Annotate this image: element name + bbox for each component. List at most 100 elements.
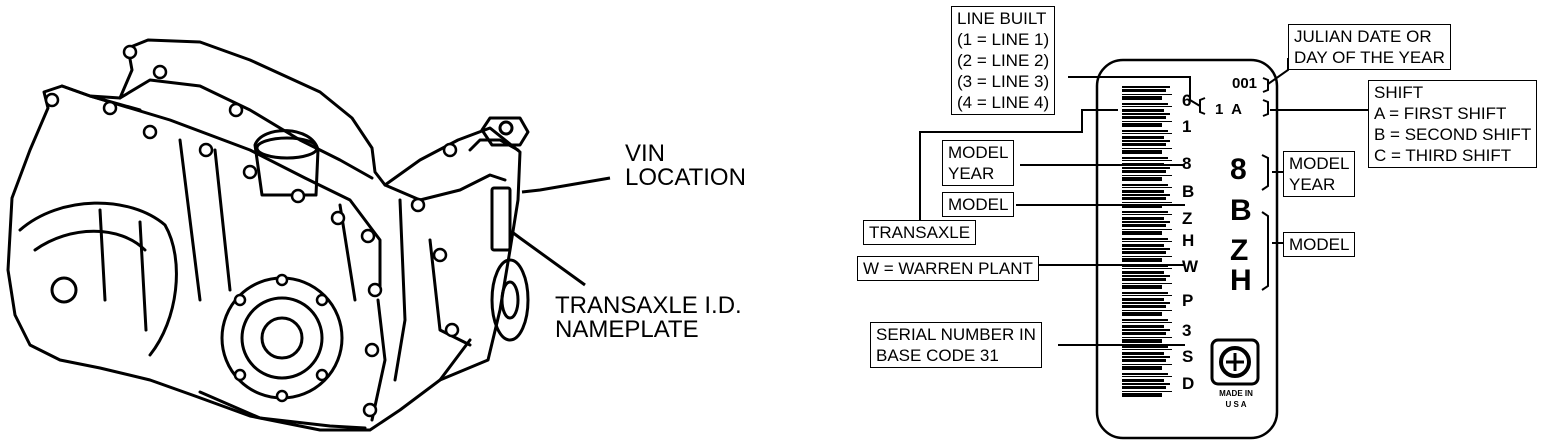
shift-c: C = THIRD SHIFT <box>1374 146 1512 165</box>
barcode-stripe <box>1122 197 1166 200</box>
barcode-stripe <box>1122 322 1172 323</box>
barcode-stripe <box>1122 332 1166 335</box>
julian-code-value: 001 <box>1232 75 1258 92</box>
barcode-stripe <box>1122 157 1168 159</box>
barcode-stripe <box>1122 302 1170 304</box>
barcode-stripe <box>1122 283 1172 284</box>
barcode-stripe <box>1122 275 1170 277</box>
barcode-stripe <box>1122 94 1172 95</box>
barcode-stripe <box>1122 393 1162 397</box>
barcode-stripe <box>1122 319 1168 321</box>
barcode-stripe <box>1122 258 1162 262</box>
barcode-stripe <box>1122 136 1164 139</box>
shift-b: B = SECOND SHIFT <box>1374 125 1532 144</box>
model-year-right-callout: MODEL YEAR <box>1283 151 1356 197</box>
barcode-stripe <box>1122 366 1162 370</box>
vin-label-line1: VIN <box>625 140 666 167</box>
barcode-stripe <box>1122 256 1172 257</box>
barcode-stripe <box>1122 194 1170 196</box>
serial-number-line2: BASE CODE 31 <box>876 346 999 365</box>
code-char: Z <box>1182 209 1193 228</box>
line-built-1: (1 = LINE 1) <box>957 30 1050 49</box>
vin-label-line2: LOCATION <box>625 164 746 191</box>
julian-date-line1: JULIAN DATE OR <box>1294 27 1432 46</box>
barcode-stripe <box>1122 376 1172 377</box>
barcode-stripe <box>1122 109 1164 112</box>
barcode-stripe <box>1122 170 1166 173</box>
code-char: D <box>1182 374 1195 393</box>
barcode-stripe <box>1122 379 1164 382</box>
shift-callout: SHIFT A = FIRST SHIFT B = SECOND SHIFT C… <box>1368 80 1538 168</box>
code-char: 1 <box>1182 117 1192 136</box>
barcode-stripe <box>1122 391 1172 392</box>
barcode-stripe <box>1122 271 1164 274</box>
made-in-line2: U S A <box>1225 400 1247 409</box>
barcode-stripe <box>1122 150 1162 154</box>
barcode-stripe <box>1122 248 1170 250</box>
barcode-stripe <box>1122 244 1164 247</box>
barcode-stripe <box>1122 202 1172 203</box>
barcode-stripe <box>1122 121 1172 122</box>
model-year-right-line2: YEAR <box>1289 175 1336 194</box>
barcode-stripe <box>1122 116 1166 119</box>
line-built-title: LINE BUILT <box>957 9 1047 28</box>
barcode-stripe <box>1122 133 1172 134</box>
line-built-4: (4 = LINE 4) <box>957 93 1050 112</box>
nameplate-label-line1: TRANSAXLE I.D. <box>555 292 742 319</box>
barcode-stripe <box>1122 96 1162 100</box>
barcode-stripe <box>1122 295 1172 296</box>
barcode-stripe <box>1122 346 1168 348</box>
barcode-stripe <box>1122 312 1162 316</box>
barcode-stripe <box>1122 224 1166 227</box>
barcode-stripe <box>1122 231 1162 235</box>
barcode-stripe <box>1122 251 1166 254</box>
model-right-callout: MODEL <box>1283 232 1356 257</box>
warren-plant-callout: W = WARREN PLANT <box>857 256 1039 281</box>
barcode-stripe <box>1122 123 1162 127</box>
barcode-stripe <box>1122 113 1170 115</box>
barcode-stripe <box>1122 148 1172 149</box>
line-built-3: (3 = LINE 3) <box>957 72 1050 91</box>
transaxle-callout: TRANSAXLE <box>863 220 977 245</box>
model-left-callout: MODEL <box>942 192 1015 217</box>
code-char: 3 <box>1182 321 1192 340</box>
serial-number-line1: SERIAL NUMBER IN <box>876 325 1036 344</box>
julian-date-callout: JULIAN DATE OR DAY OF THE YEAR <box>1288 24 1451 70</box>
barcode-stripe <box>1122 339 1162 343</box>
shift-a: A = FIRST SHIFT <box>1374 104 1507 123</box>
barcode-stripe <box>1122 187 1172 188</box>
barcode-stripe <box>1122 373 1168 375</box>
barcode-stripe <box>1122 177 1162 181</box>
barcode-stripe <box>1122 106 1172 107</box>
julian-date-line2: DAY OF THE YEAR <box>1294 48 1445 67</box>
barcode-stripe <box>1122 325 1164 328</box>
shift-title: SHIFT <box>1374 83 1424 102</box>
barcode-stripe <box>1122 337 1172 338</box>
big-code-char: 8 <box>1230 153 1247 186</box>
line-shift-code-value: 1 A <box>1215 101 1242 118</box>
model-year-left-callout: MODEL YEAR <box>942 140 1015 186</box>
barcode-stripe <box>1122 229 1172 230</box>
code-char: H <box>1182 231 1195 250</box>
barcode-stripe <box>1122 268 1172 269</box>
code-char: W <box>1182 257 1199 276</box>
barcode-stripe <box>1122 292 1168 294</box>
barcode-stripe <box>1122 221 1170 223</box>
barcode-stripe <box>1122 329 1170 331</box>
barcode-stripe <box>1122 103 1168 105</box>
code-char: 8 <box>1182 154 1192 173</box>
barcode-stripe <box>1122 352 1164 355</box>
barcode-stripe <box>1122 175 1172 176</box>
big-code-char: H <box>1230 264 1252 297</box>
barcode-stripe <box>1122 130 1168 132</box>
barcode-stripe <box>1122 140 1170 142</box>
model-year-left-line1: MODEL <box>948 143 1009 162</box>
big-code-char: B <box>1230 194 1252 227</box>
big-code-char: Z <box>1230 234 1249 267</box>
barcode-stripe <box>1122 238 1168 240</box>
model-year-right-line1: MODEL <box>1289 154 1350 173</box>
nameplate-location-label: TRANSAXLE I.D. NAMEPLATE <box>555 294 742 342</box>
barcode-stripe <box>1122 211 1168 213</box>
barcode-stripe <box>1122 217 1164 220</box>
